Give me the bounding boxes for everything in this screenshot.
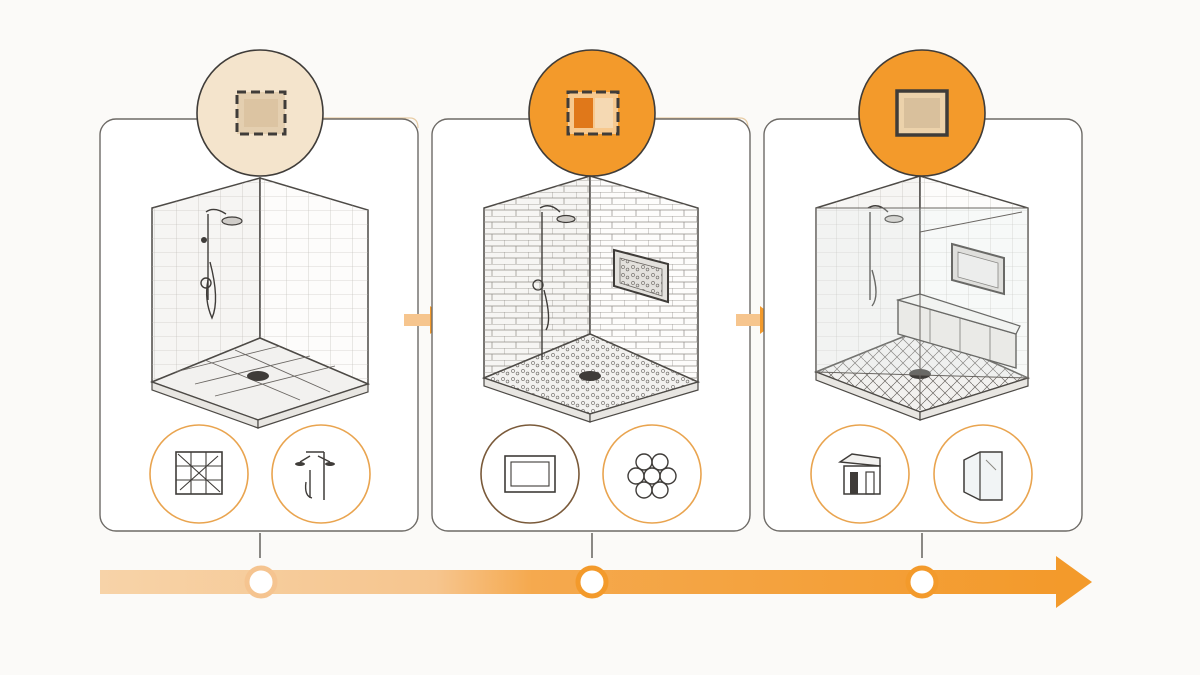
subway-tile-shower-with-niche-illustration <box>481 174 701 423</box>
stage-3-badge <box>858 49 986 177</box>
stage-1-badge <box>196 49 324 177</box>
filled-tile-icon <box>895 89 949 137</box>
pebble-mosaic-feature[interactable] <box>602 424 702 524</box>
floor-drain-icon <box>247 371 269 381</box>
floor-drain-icon <box>579 371 601 381</box>
stage-panel-2 <box>431 49 751 532</box>
wall-niche-feature[interactable] <box>480 424 580 524</box>
stage-panel-1 <box>99 49 419 532</box>
glass-enclosed-shower-with-bench-illustration <box>813 174 1031 421</box>
plain-tiled-shower-illustration <box>149 176 371 429</box>
shower-fixture-feature[interactable] <box>271 424 371 524</box>
dashed-tile-outline-icon <box>235 90 287 136</box>
pebble-mosaic-icon <box>627 453 677 499</box>
stage-2-badge <box>528 49 656 177</box>
glass-panel-feature[interactable] <box>933 424 1033 524</box>
shower-fixture-icon <box>295 451 335 500</box>
shower-bench-icon <box>837 453 881 495</box>
tile-grid-feature[interactable] <box>149 424 249 524</box>
wall-niche-icon <box>504 455 556 493</box>
progress-timeline <box>100 533 1092 608</box>
glass-panel-icon <box>963 451 1003 501</box>
tile-grid-icon <box>175 451 223 495</box>
shower-bench-feature[interactable] <box>810 424 910 524</box>
timeline-milestone-1[interactable] <box>244 565 278 599</box>
timeline-milestone-2[interactable] <box>575 565 609 599</box>
stage-panel-3 <box>763 49 1083 532</box>
timeline-milestone-3[interactable] <box>905 565 939 599</box>
half-filled-tile-icon <box>566 90 620 136</box>
arrowhead-icon <box>1056 556 1092 608</box>
timeline-ticks <box>259 533 923 558</box>
